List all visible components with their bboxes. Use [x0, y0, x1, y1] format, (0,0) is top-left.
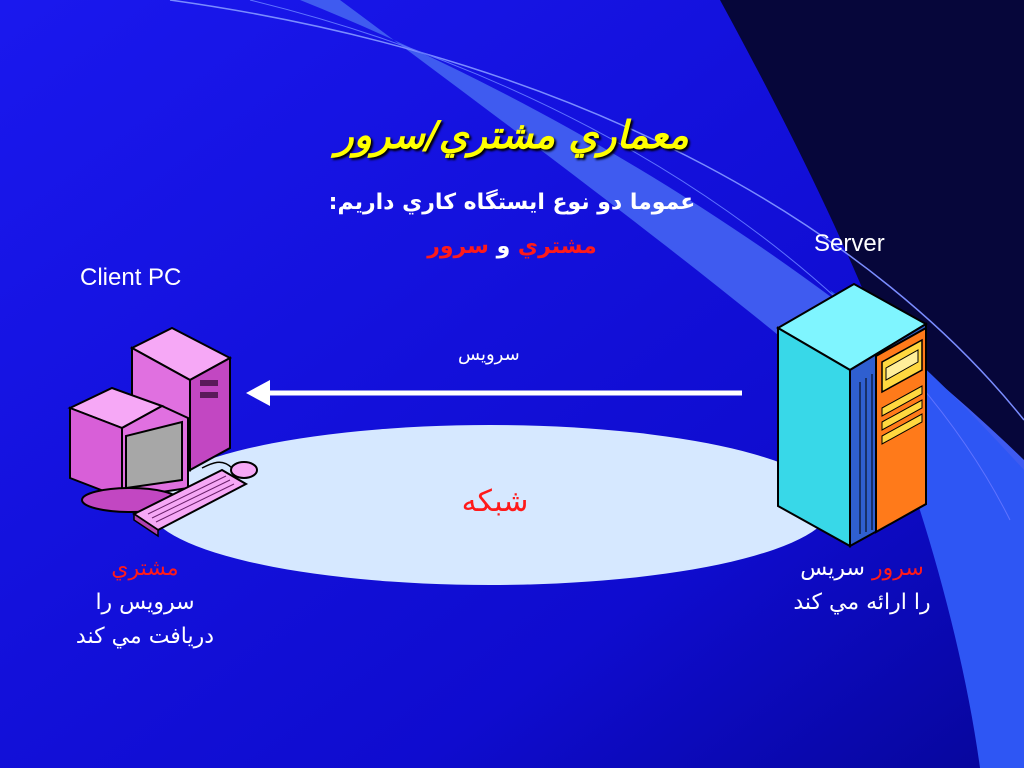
server-term: سرور [427, 234, 489, 259]
server-desc-line1: سرور سريس [752, 552, 972, 586]
slide-subtitle: عموما دو نوع ايستگاه کاري داريم: [328, 190, 696, 215]
client-desc-title: مشتري [111, 556, 179, 581]
client-computer-icon [67, 326, 258, 538]
client-desc-line2: دريافت مي کند [75, 624, 215, 649]
client-term: مشتري [517, 234, 597, 259]
client-pc-label: Client PC [80, 264, 182, 291]
service-arrow-label: سرويس [458, 344, 520, 365]
server-label: Server [814, 230, 885, 257]
server-desc-title-rest: سريس [800, 556, 865, 581]
server-desc-line2: را ارائه مي کند [793, 590, 931, 615]
service-arrow-icon [246, 380, 742, 406]
network-ellipse [148, 425, 832, 585]
server-description: سرور سريس را ارائه مي کند [752, 552, 972, 620]
server-tower-icon [776, 282, 928, 548]
slide-title: معماري مشتري/سرور [335, 112, 689, 157]
workstation-types: مشتري و سرور [0, 234, 1024, 259]
client-description: مشتري سرويس را دريافت مي کند [40, 552, 250, 654]
network-label: شبکه [461, 484, 529, 519]
server-desc-title: سرور [871, 556, 924, 581]
client-desc-line1: سرويس را [95, 590, 195, 615]
conjunction: و [496, 234, 511, 259]
